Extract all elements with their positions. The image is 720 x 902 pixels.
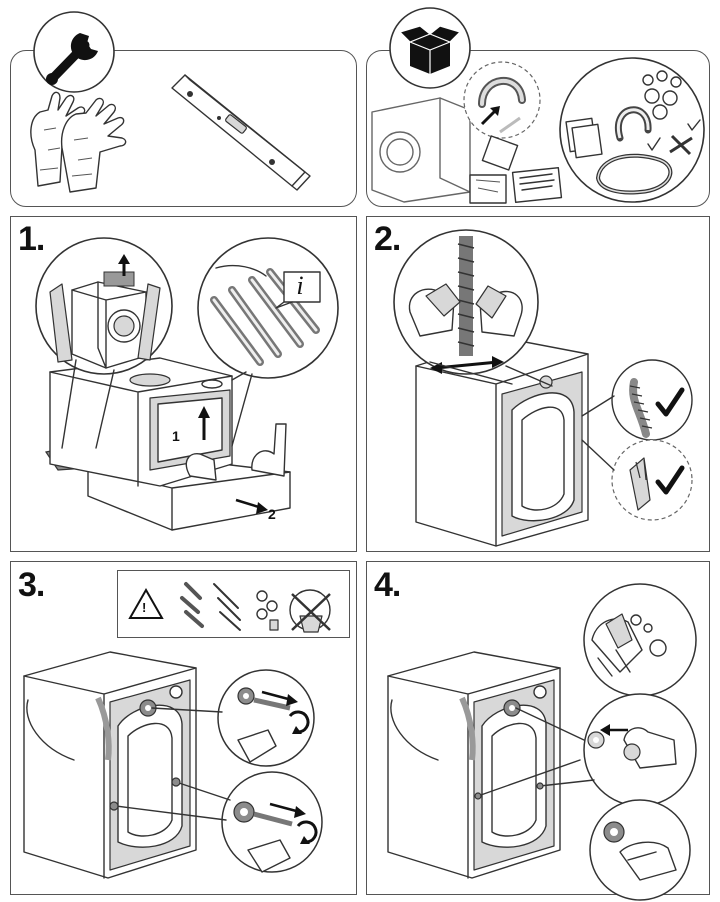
warning-triangle-icon <box>128 587 164 619</box>
caps-callout-middle <box>583 693 697 807</box>
caps-callout-top <box>583 583 697 697</box>
step-3-number: 3. <box>18 566 45 604</box>
wrench-icon <box>33 11 115 93</box>
rear-bolt-top-callout <box>217 669 315 767</box>
cap-ok-callout <box>611 439 693 521</box>
callout-label-1: 1 <box>172 428 180 444</box>
hose-holder-callout <box>463 61 541 139</box>
washing-machine-rear <box>415 337 589 547</box>
step-4-number: 4. <box>374 566 401 604</box>
spacer-removal-callout <box>393 229 539 375</box>
gloves-illustration <box>30 91 127 193</box>
box-icon <box>389 7 471 89</box>
step-2-number: 2. <box>374 220 401 258</box>
warning-symbol: ! <box>142 600 147 615</box>
spirit-level-illustration <box>171 74 311 191</box>
transit-rails-callout <box>197 237 339 379</box>
top-cover-removal-callout <box>35 237 173 375</box>
info-box <box>283 271 321 303</box>
step-1-number: 1. <box>18 220 45 258</box>
transit-bolts-parts <box>180 582 331 633</box>
rear-bolt-bottom-callout <box>221 771 323 873</box>
washing-machine-rear-view-4 <box>387 651 561 879</box>
removal-arrows <box>198 406 268 514</box>
accessories-callout <box>559 57 705 203</box>
caps-callout-bottom <box>589 799 691 901</box>
hose-ok-callout <box>611 359 693 441</box>
info-symbol: i <box>296 271 303 300</box>
loose-parts <box>469 116 563 204</box>
callout-label-2: 2 <box>268 506 276 522</box>
washing-machine-tilted <box>49 357 233 487</box>
